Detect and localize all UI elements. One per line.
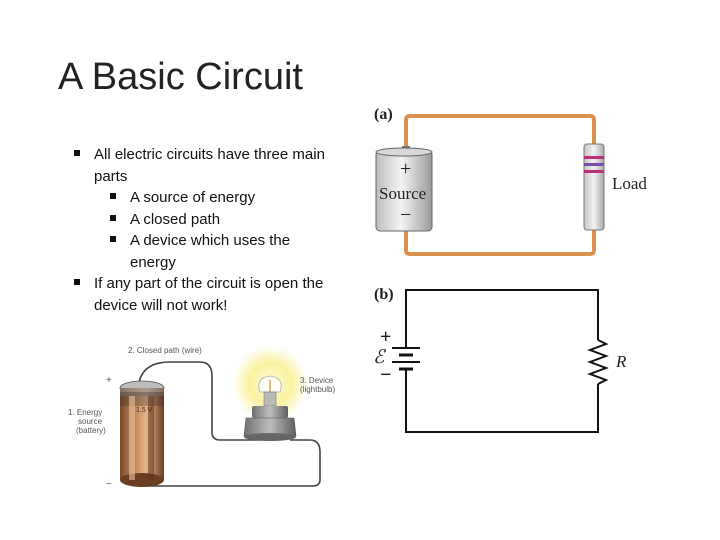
diagram-a-tag: (a) (374, 106, 393, 123)
schematic-wire (405, 289, 599, 344)
square-bullet-icon (110, 193, 116, 199)
diagram-c-battery-bulb-circuit: 2. Closed path (wire) 3. Device (lightbu… (60, 336, 360, 506)
load-resistor (583, 143, 605, 231)
source-label-line-3: (battery) (76, 426, 106, 435)
device-label-line-2: (lightbulb) (300, 385, 336, 394)
diagram-a-pictorial-circuit: (a) + Source − Load (370, 104, 670, 264)
diagram-c-drawing (119, 346, 321, 487)
copper-wire (404, 114, 596, 256)
diagram-b-schematic-circuit: (b) + ℰ − R (370, 284, 670, 444)
square-bullet-icon (110, 236, 116, 242)
sub-bullet-item: A device which uses the energy (74, 230, 339, 273)
battery-symbol-icon (392, 344, 420, 374)
slide-title: A Basic Circuit (58, 56, 303, 98)
resistor-label: R (616, 352, 627, 371)
load-label: Load (612, 174, 647, 193)
sub-bullet-item: A closed path (74, 209, 339, 231)
source-label: Source (379, 184, 427, 203)
battery-minus-label: − (106, 479, 112, 490)
source-label-line-2: source (78, 417, 103, 426)
source-label-line-1: 1. Energy (68, 408, 103, 417)
battery-plus-sign: + (380, 326, 392, 348)
sub-bullet-item: A source of energy (74, 187, 339, 209)
battery-minus-sign: − (380, 364, 392, 386)
battery-cell (375, 146, 433, 232)
square-bullet-icon (74, 150, 80, 156)
battery-voltage-label: 1.5 V (136, 407, 153, 414)
lightbulb-icon (243, 375, 297, 441)
device-label-line-1: 3. Device (300, 376, 334, 385)
source-minus-sign: − (400, 204, 412, 226)
schematic-wire (405, 374, 599, 433)
bullet-list: All electric circuits have three main pa… (74, 144, 339, 316)
resistor-zigzag-icon (587, 339, 609, 385)
bullet-item: If any part of the circuit is open the d… (74, 273, 339, 316)
battery-icon (119, 380, 165, 487)
diagram-b-drawing (392, 289, 609, 433)
battery-plus-label: + (106, 375, 112, 386)
wire-label: 2. Closed path (wire) (128, 346, 202, 355)
diagram-a-drawing (375, 114, 605, 256)
emf-symbol: ℰ (373, 347, 385, 368)
square-bullet-icon (74, 279, 80, 285)
bullet-item: All electric circuits have three main pa… (74, 144, 339, 187)
diagram-b-tag: (b) (374, 286, 394, 303)
source-plus-sign: + (400, 158, 412, 180)
square-bullet-icon (110, 214, 116, 221)
